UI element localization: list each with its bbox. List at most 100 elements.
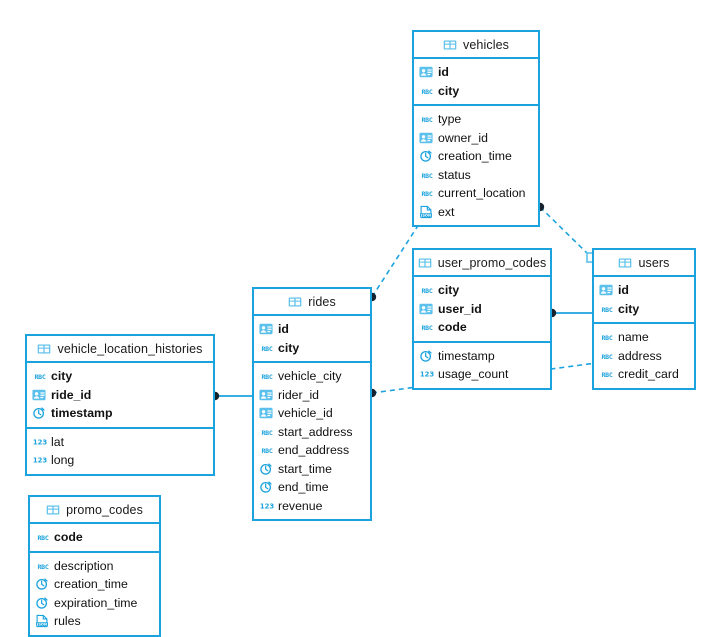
field-label: city [278, 340, 300, 355]
primary-key-row[interactable]: RBC code [414, 318, 550, 337]
field-label: city [438, 83, 460, 98]
primary-key-row[interactable]: RBC city [414, 281, 550, 300]
field-row[interactable]: RBC vehicle_city [254, 367, 370, 386]
field-group-users: RBC name RBC address RBC credit_card [594, 324, 694, 388]
field-label: start_address [278, 424, 353, 439]
field-row[interactable]: 123 long [27, 451, 213, 470]
table-header-promo_codes[interactable]: promo_codes [30, 497, 159, 524]
field-label: end_address [278, 443, 350, 458]
svg-text:JSON: JSON [36, 623, 47, 627]
primary-key-row[interactable]: ride_id [27, 386, 213, 405]
field-row[interactable]: expiration_time [30, 594, 159, 613]
primary-key-row[interactable]: user_id [414, 300, 550, 319]
svg-text:123: 123 [33, 438, 48, 446]
field-label: code [438, 320, 467, 335]
field-row[interactable]: 123 lat [27, 433, 213, 452]
field-row[interactable]: creation_time [414, 147, 538, 166]
table-title: vehicles [463, 37, 509, 52]
field-row[interactable]: 123 usage_count [414, 365, 550, 384]
json-icon: JSON [35, 614, 49, 628]
field-row[interactable]: vehicle_id [254, 404, 370, 423]
primary-key-row[interactable]: RBC city [594, 300, 694, 319]
field-row[interactable]: JSON rules [30, 612, 159, 631]
clock-icon [259, 462, 273, 476]
relationship-user-promo-codes-users[interactable] [547, 308, 593, 318]
number-icon: 123 [32, 435, 48, 449]
field-label: ride_id [51, 387, 92, 402]
table-node-vehicles[interactable]: vehicles id RBC city RBC type owner_id c… [412, 30, 540, 227]
field-row[interactable]: start_time [254, 460, 370, 479]
field-label: ext [438, 204, 455, 219]
field-label: city [438, 283, 460, 298]
field-row[interactable]: RBC name [594, 328, 694, 347]
field-row[interactable]: JSON ext [414, 203, 538, 222]
field-row[interactable]: RBC current_location [414, 184, 538, 203]
primary-key-row[interactable]: RBC city [414, 82, 538, 101]
field-row[interactable]: owner_id [414, 129, 538, 148]
abc-icon: RBC [599, 330, 613, 344]
primary-key-row[interactable]: timestamp [27, 404, 213, 423]
field-row[interactable]: creation_time [30, 575, 159, 594]
primary-key-row[interactable]: RBC code [30, 528, 159, 547]
relationship-vehicle-location-histories-rides[interactable] [210, 391, 253, 401]
table-node-users[interactable]: users id RBC city RBC name RBC address R… [592, 248, 696, 390]
table-node-vehicle_location_histories[interactable]: vehicle_location_histories RBC city ride… [25, 334, 215, 476]
primary-key-row[interactable]: id [254, 320, 370, 339]
table-node-promo_codes[interactable]: promo_codes RBC code RBC description cre… [28, 495, 161, 637]
abc-icon: RBC [259, 425, 273, 439]
abc-icon: RBC [35, 530, 49, 544]
primary-key-row[interactable]: id [414, 63, 538, 82]
field-row[interactable]: 123 revenue [254, 497, 370, 516]
abc-icon: RBC [32, 369, 46, 383]
field-label: creation_time [54, 577, 128, 592]
table-node-rides[interactable]: rides id RBC city RBC vehicle_city rider… [252, 287, 372, 521]
field-label: expiration_time [54, 595, 138, 610]
table-header-vehicle_location_histories[interactable]: vehicle_location_histories [27, 336, 213, 363]
field-row[interactable]: end_time [254, 478, 370, 497]
svg-text:RBC: RBC [421, 190, 432, 198]
abc-icon: RBC [259, 369, 273, 383]
field-row[interactable]: RBC credit_card [594, 365, 694, 384]
id-card-icon [32, 388, 46, 402]
id-card-icon [419, 131, 433, 145]
table-header-vehicles[interactable]: vehicles [414, 32, 538, 59]
table-header-rides[interactable]: rides [254, 289, 370, 316]
primary-key-row[interactable]: RBC city [254, 339, 370, 358]
primary-key-group-user_promo_codes: RBC city user_id RBC code [414, 277, 550, 343]
field-row[interactable]: RBC type [414, 110, 538, 129]
abc-icon: RBC [599, 367, 613, 381]
abc-icon: RBC [599, 302, 613, 316]
table-title: promo_codes [66, 502, 143, 517]
svg-text:123: 123 [420, 371, 435, 379]
svg-text:RBC: RBC [421, 116, 432, 124]
field-group-vehicles: RBC type owner_id creation_time RBC stat… [414, 106, 538, 225]
clock-icon [259, 480, 273, 494]
field-row[interactable]: rider_id [254, 386, 370, 405]
table-header-users[interactable]: users [594, 250, 694, 277]
svg-text:JSON: JSON [420, 213, 431, 217]
primary-key-group-vehicle_location_histories: RBC city ride_id timestamp [27, 363, 213, 429]
field-label: end_time [278, 480, 329, 495]
field-row[interactable]: RBC status [414, 166, 538, 185]
field-group-rides: RBC vehicle_city rider_id vehicle_id RBC… [254, 363, 370, 519]
table-node-user_promo_codes[interactable]: user_promo_codes RBC city user_id RBC co… [412, 248, 552, 390]
field-row[interactable]: RBC address [594, 347, 694, 366]
field-row[interactable]: RBC start_address [254, 423, 370, 442]
field-label: credit_card [618, 367, 679, 382]
table-header-user_promo_codes[interactable]: user_promo_codes [414, 250, 550, 277]
table-icon [288, 295, 302, 309]
field-group-promo_codes: RBC description creation_time expiration… [30, 553, 159, 635]
field-label: vehicle_city [278, 369, 342, 384]
primary-key-row[interactable]: id [594, 281, 694, 300]
svg-text:RBC: RBC [37, 534, 48, 542]
field-label: status [438, 167, 471, 182]
field-label: timestamp [51, 406, 113, 421]
svg-text:RBC: RBC [37, 563, 48, 571]
field-row[interactable]: RBC end_address [254, 441, 370, 460]
primary-key-row[interactable]: RBC city [27, 367, 213, 386]
field-row[interactable]: RBC description [30, 557, 159, 576]
field-row[interactable]: timestamp [414, 347, 550, 366]
svg-text:RBC: RBC [34, 373, 45, 381]
id-card-icon [259, 406, 273, 420]
